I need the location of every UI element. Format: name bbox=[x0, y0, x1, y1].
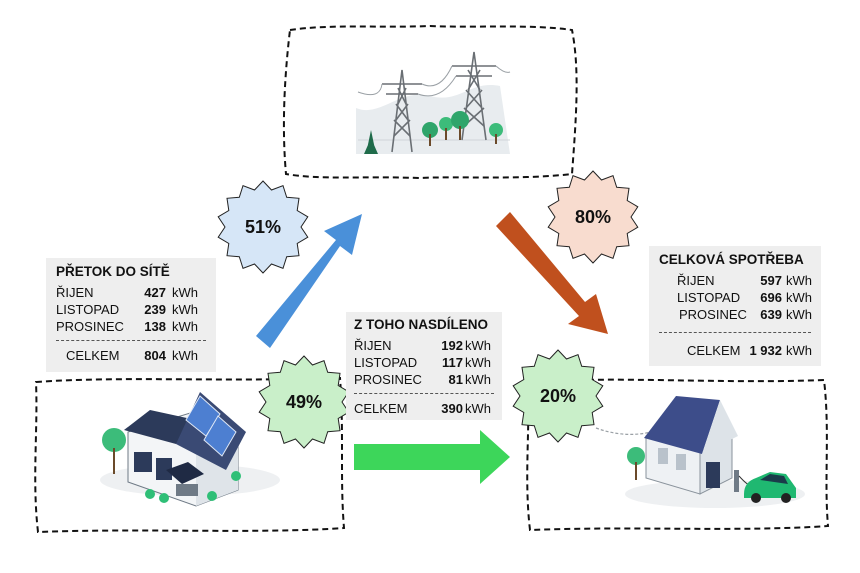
svg-text:80%: 80% bbox=[575, 207, 611, 227]
shared-panel: Z TOHO NASDÍLENO ŘIJEN 192 kWh LISTOPAD … bbox=[346, 312, 502, 420]
shared-panel-title: Z TOHO NASDÍLENO bbox=[354, 317, 494, 332]
consumption-panel-title: CELKOVÁ SPOTŘEBA bbox=[659, 252, 811, 267]
export-total-row: CELKEM 804 kWh bbox=[56, 347, 206, 364]
power-lines-icon bbox=[356, 52, 510, 154]
consumption-row: LISTOPAD 696 kWh bbox=[659, 289, 811, 306]
badge-shared-consumer: 20% bbox=[513, 350, 603, 442]
svg-text:20%: 20% bbox=[540, 386, 576, 406]
export-panel-title: PŘETOK DO SÍTĚ bbox=[56, 264, 206, 279]
svg-text:49%: 49% bbox=[286, 392, 322, 412]
badge-to-grid: 51% bbox=[218, 181, 308, 273]
consumption-panel: CELKOVÁ SPOTŘEBA ŘIJEN 597 kWh LISTOPAD … bbox=[649, 246, 821, 366]
shared-row: LISTOPAD 117 kWh bbox=[354, 354, 494, 371]
shared-total-row: CELKEM 390 kWh bbox=[354, 400, 494, 417]
solar-house-icon bbox=[100, 392, 280, 506]
consumption-total-row: CELKEM 1 932 kWh bbox=[659, 342, 811, 359]
house-with-ev-icon bbox=[596, 396, 805, 508]
divider bbox=[354, 393, 494, 394]
consumption-row: PROSINEC 639 kWh bbox=[659, 306, 811, 323]
export-panel: PŘETOK DO SÍTĚ ŘIJEN 427 kWh LISTOPAD 23… bbox=[46, 258, 216, 372]
export-row: ŘIJEN 427 kWh bbox=[56, 284, 206, 301]
shared-row: ŘIJEN 192 kWh bbox=[354, 337, 494, 354]
badge-from-grid: 80% bbox=[548, 171, 638, 263]
export-row: LISTOPAD 239 kWh bbox=[56, 301, 206, 318]
consumption-row: ŘIJEN 597 kWh bbox=[659, 272, 811, 289]
arrow-shared bbox=[354, 430, 510, 484]
divider bbox=[659, 332, 811, 333]
shared-row: PROSINEC 81 kWh bbox=[354, 371, 494, 388]
badge-shared-source: 49% bbox=[259, 356, 349, 448]
svg-text:51%: 51% bbox=[245, 217, 281, 237]
divider bbox=[56, 340, 206, 341]
export-row: PROSINEC 138 kWh bbox=[56, 318, 206, 335]
